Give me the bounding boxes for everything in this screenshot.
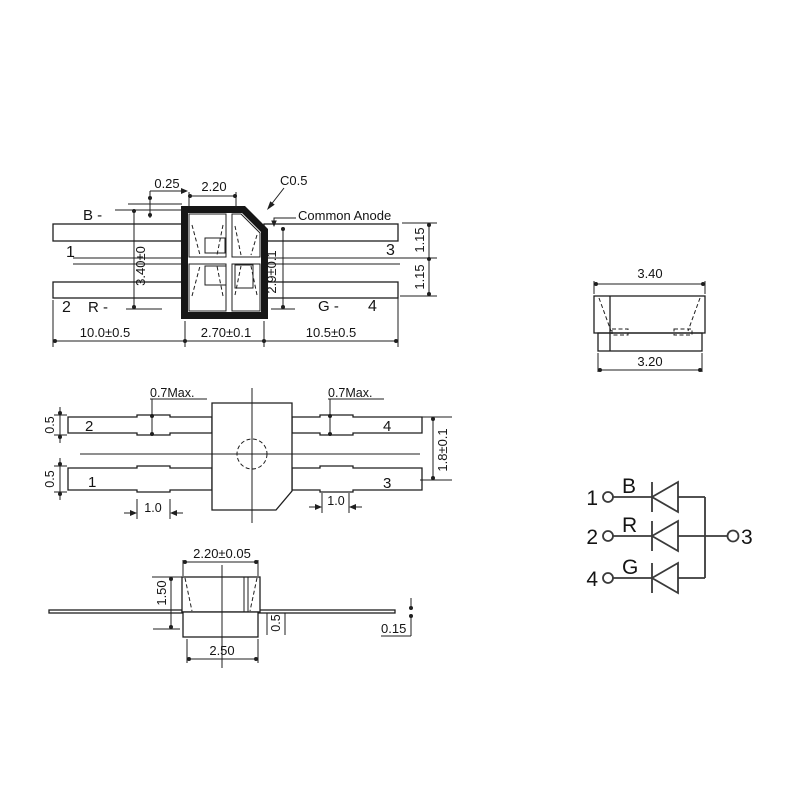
dim-lead-thk-bottom: 0.5 [43, 470, 57, 487]
front-view-drawing: 2.20±0.05 1.50 0.5 2.50 0.15 [48, 546, 413, 668]
dim-lens-width: 2.20±0.05 [193, 546, 251, 561]
pin3-terminal [726, 529, 740, 543]
diode-blue [650, 480, 679, 514]
dim-body-width: 2.70±0.1 [201, 325, 252, 340]
dim-base-width: 2.50 [209, 643, 234, 658]
end-view-draft-lines [598, 297, 701, 332]
dim-lead-span: 1.8±0.1 [435, 428, 450, 471]
end-view-body [593, 295, 706, 334]
end-view-dim-bottom [597, 353, 703, 372]
dim-lead-offset-bottom: 1.15 [412, 264, 427, 289]
body-front-view [181, 576, 261, 613]
dim-lead-thk-top: 0.5 [43, 416, 57, 433]
net-label-red: R - [88, 299, 108, 316]
reflector-quadrants [188, 213, 261, 312]
base-front-view [182, 611, 259, 638]
schematic-pin-3: 3 [741, 526, 753, 549]
dim-inner-height: 2.9±0.1 [264, 250, 279, 293]
die-blue [204, 237, 226, 254]
dim-lead-right: 10.5±0.5 [306, 325, 357, 340]
end-view-base [597, 332, 703, 352]
pin-number-2: 2 [62, 299, 71, 316]
front-dim-top [182, 560, 259, 576]
dim-bump-left: 0.7Max. [150, 386, 194, 400]
pin-number-2: 2 [85, 418, 93, 435]
bottom-view-drawing: 2 1 4 3 0.7Max. 0.7Max. 0.5 0.5 1.0 1.0 … [43, 386, 452, 523]
pin1-terminal [602, 491, 614, 503]
lead-pin3 [263, 223, 399, 242]
die-green [234, 264, 254, 289]
schematic-pin-1: 1 [586, 487, 598, 510]
common-anode-label: Common Anode [298, 208, 391, 223]
net-label-blue: B - [83, 207, 102, 224]
end-view-lead-left [611, 328, 629, 336]
lead-right-profile [257, 609, 396, 614]
package-inner [188, 213, 261, 312]
dim-chamfer: C0.5 [280, 173, 307, 188]
die-red [204, 265, 227, 286]
schematic-label-r: R [622, 514, 637, 537]
front-draft-lines [184, 577, 258, 612]
end-view-dim-top [593, 281, 706, 294]
pin-number-4: 4 [368, 298, 377, 315]
lead-pin4 [263, 281, 399, 299]
pin-number-1: 1 [66, 244, 75, 261]
top-view-dimension-lines [52, 187, 437, 347]
end-view-drawing: 3.40 3.20 [593, 266, 706, 372]
pin2-terminal [602, 530, 614, 542]
schematic-label-g: G [622, 556, 638, 579]
dim-width-top: 3.40 [637, 266, 662, 281]
dim-standoff: 0.5 [269, 614, 283, 631]
diode-green [650, 561, 679, 595]
dim-width-bottom: 3.20 [637, 354, 662, 369]
dim-bump-right: 0.7Max. [328, 386, 372, 400]
net-label-green: G - [318, 298, 339, 315]
center-hole [236, 438, 268, 470]
pin-number-4: 4 [383, 418, 391, 435]
dim-lead-offset-top: 1.15 [412, 227, 427, 252]
pin-number-3: 3 [386, 242, 395, 259]
schematic-pin-4: 4 [586, 568, 598, 591]
lead-pin4-bottom [291, 414, 423, 436]
diode-red [650, 519, 679, 553]
dim-lead-left: 10.0±0.5 [80, 325, 131, 340]
lead-left-profile [48, 609, 183, 614]
front-view-dimension-lines [152, 576, 413, 663]
schematic-pin-2: 2 [586, 526, 598, 549]
end-view-lead-right [673, 328, 693, 336]
schematic-drawing: 1 2 4 3 B R G [586, 475, 753, 595]
front-inner-lines [243, 577, 249, 612]
pin-number-3: 3 [383, 475, 391, 492]
bottom-view-dimension-lines [54, 398, 452, 519]
lead-pin1 [52, 223, 186, 242]
dim-body-height: 1.50 [154, 580, 169, 605]
dim-body-top: 2.20 [201, 179, 226, 194]
mid-reference-lines [73, 257, 437, 265]
pin4-terminal [602, 572, 614, 584]
top-view-drawing: B - 1 2 R - 3 4 G - Common Anode 0.25 2.… [52, 173, 437, 347]
dim-lead-thk: 0.15 [381, 621, 406, 636]
dim-bump-len-right: 1.0 [327, 494, 344, 508]
schematic-label-b: B [622, 475, 636, 498]
dim-border: 0.25 [154, 176, 179, 191]
centerlines [80, 388, 420, 523]
dim-height: 3.40±0 [133, 246, 148, 286]
lead-pin2 [52, 281, 186, 299]
pin-number-1: 1 [88, 474, 96, 491]
lead-pin3-bottom [291, 465, 423, 493]
dim-bump-len-left: 1.0 [144, 501, 161, 515]
